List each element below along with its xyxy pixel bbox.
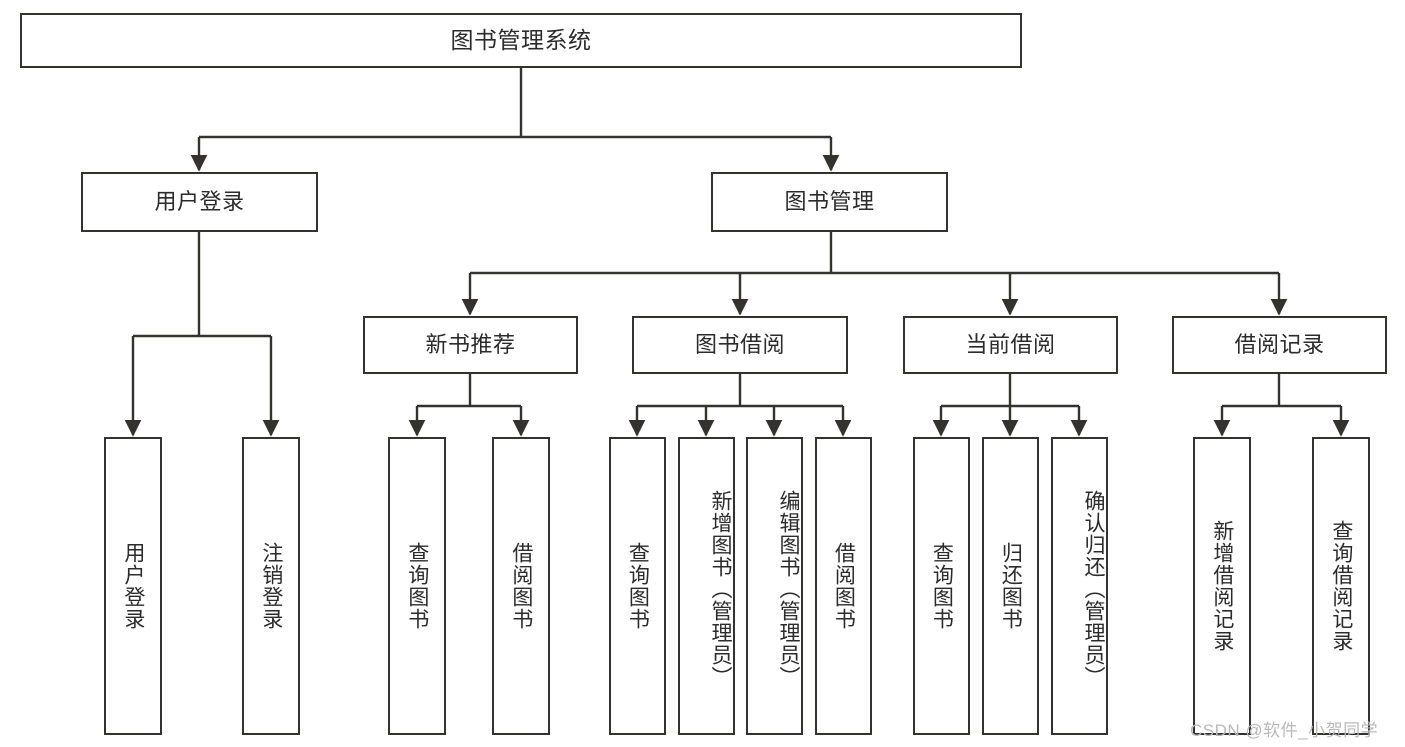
leaf-query-book-cb[interactable]: 查询图书 bbox=[913, 437, 970, 735]
leaf-borrow-book-bb[interactable]: 借阅图书 bbox=[815, 437, 872, 735]
node-book-manage[interactable]: 图书管理 bbox=[711, 172, 948, 232]
node-root[interactable]: 图书管理系统 bbox=[20, 13, 1022, 68]
leaf-return-book[interactable]: 归还图书 bbox=[982, 437, 1039, 735]
leaf-query-book-bb[interactable]: 查询图书 bbox=[609, 437, 666, 735]
leaf-user-login[interactable]: 用户登录 bbox=[104, 437, 162, 735]
node-borrow-record[interactable]: 借阅记录 bbox=[1172, 316, 1387, 374]
node-new-book-recommend[interactable]: 新书推荐 bbox=[363, 316, 578, 374]
node-book-borrow[interactable]: 图书借阅 bbox=[632, 316, 848, 374]
leaf-query-borrow-record[interactable]: 查询借阅记录 bbox=[1312, 437, 1370, 735]
csdn-watermark: CSDN @软件_小贺同学 bbox=[1190, 721, 1379, 740]
node-user-login[interactable]: 用户登录 bbox=[81, 172, 318, 232]
leaf-logout[interactable]: 注销登录 bbox=[242, 437, 300, 735]
leaf-query-book-nb[interactable]: 查询图书 bbox=[388, 437, 446, 735]
leaf-add-borrow-record[interactable]: 新增借阅记录 bbox=[1193, 437, 1251, 735]
node-current-borrow[interactable]: 当前借阅 bbox=[903, 316, 1118, 374]
leaf-add-book-admin[interactable]: 新增图书（管理员） bbox=[678, 437, 735, 735]
leaf-borrow-book-nb[interactable]: 借阅图书 bbox=[492, 437, 550, 735]
leaf-edit-book-admin[interactable]: 编辑图书（管理员） bbox=[746, 437, 803, 735]
leaf-confirm-return-admin[interactable]: 确认归还（管理员） bbox=[1051, 437, 1108, 735]
